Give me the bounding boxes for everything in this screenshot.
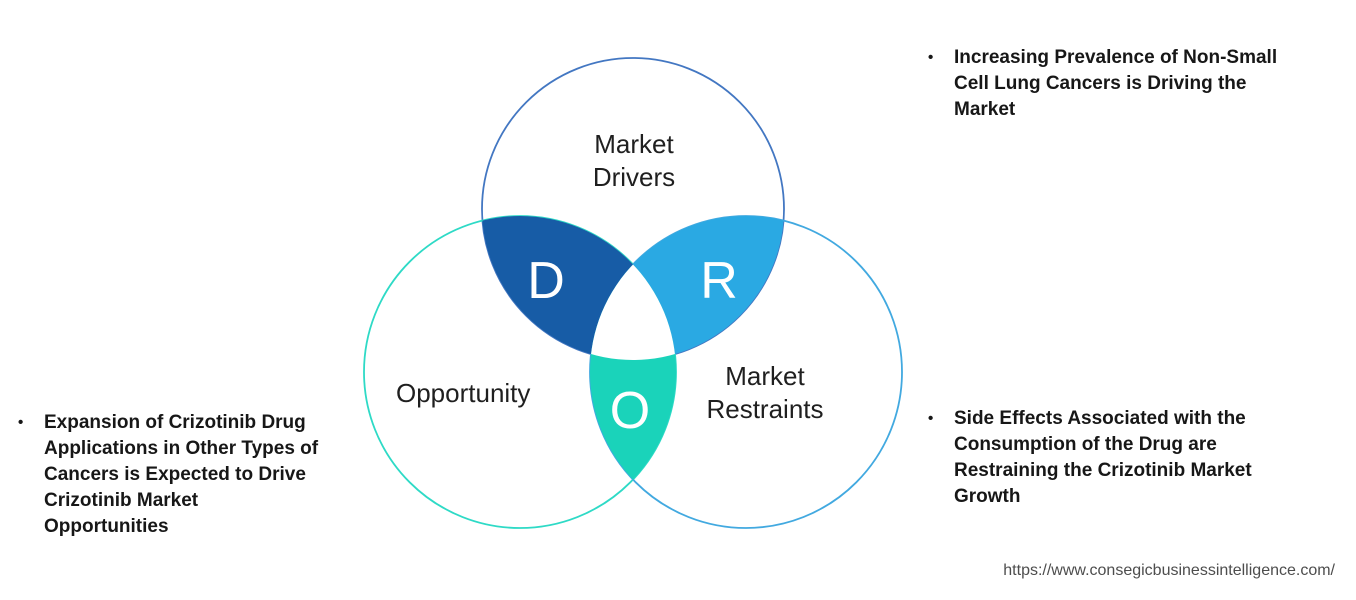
- bullet-dot-icon: •: [928, 410, 934, 427]
- bullet-dot-icon: •: [928, 49, 934, 66]
- letter-d: D: [527, 252, 565, 310]
- source-url: https://www.consegicbusinessintelligence…: [1003, 562, 1335, 579]
- overlap-drivers-region: [482, 216, 676, 360]
- overlap-restraints-region: [590, 216, 784, 360]
- letter-r: R: [700, 252, 738, 310]
- bullet-dot-icon: •: [18, 414, 24, 431]
- label-opportunity: Opportunity: [396, 378, 531, 408]
- letter-o: O: [610, 382, 650, 440]
